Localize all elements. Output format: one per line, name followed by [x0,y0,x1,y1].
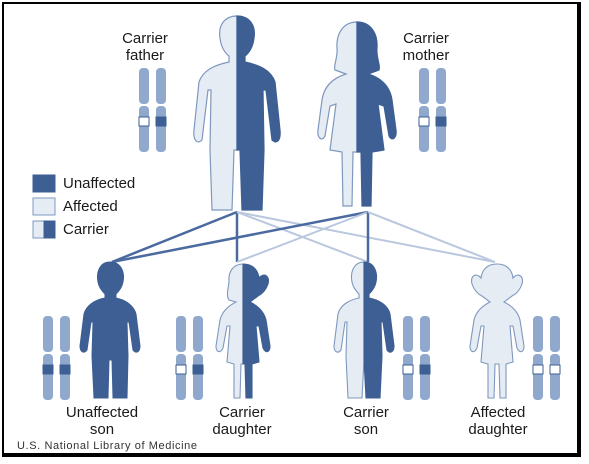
chromosome-arm [419,106,429,152]
gene-band-light [139,117,149,126]
gene-band-dark [43,365,53,374]
chromosome-arm [176,354,186,400]
credit-text: U.S. National Library of Medicine [17,440,198,452]
legend-carrier-swatch-dark-half [44,221,55,238]
chromosome-arm [139,68,149,104]
carrier-son-chromosomes [403,316,430,400]
chromosome-arm [60,316,70,352]
chromosome-arm [156,68,166,104]
legend-unaffected-label: Unaffected [63,175,135,192]
unaffected-son-chromosomes [43,316,70,400]
legend-affected-swatch [33,198,55,215]
mother-chromosomes [419,68,446,152]
inheritance-lines [112,212,495,262]
carrier-daughter-figure [216,264,270,398]
chromosome-arm [550,316,560,352]
gene-band-light [419,117,429,126]
chromosome-arm [193,354,203,400]
mother-to-daughter2-line [368,212,495,262]
chromosome-arm [139,106,149,152]
gene-band-dark [156,117,166,126]
father-to-son1-line [112,212,237,262]
carrier-father-label: Carrier father [105,30,185,64]
chromosome-arm [533,316,543,352]
chromosome-arm [419,68,429,104]
chromosome-arm [436,68,446,104]
carrier-son-label: Carrier son [316,404,416,438]
mother-to-son1-line [112,212,368,262]
chromosome-arm [533,354,543,400]
father-to-daughter2-line [237,212,495,262]
chromosome-arm [43,354,53,400]
carrier-daughter-label: Carrier daughter [192,404,292,438]
unaffected-son-figure [80,262,140,398]
legend [33,175,55,238]
unaffected-son-label: Unaffected son [52,404,152,438]
gene-band-light [533,365,543,374]
legend-affected-label: Affected [63,198,118,215]
gene-band-light [550,365,560,374]
gene-band-light [176,365,186,374]
chromosome-arm [156,106,166,152]
gene-band-light [403,365,413,374]
gene-band-dark [420,365,430,374]
gene-band-dark [436,117,446,126]
father-figure [194,16,280,210]
chromosome-arm [403,354,413,400]
gene-band-dark [193,365,203,374]
carrier-daughter-chromosomes [176,316,203,400]
legend-unaffected-swatch [33,175,55,192]
father-chromosomes [139,68,166,152]
chromosome-arm [176,316,186,352]
affected-daughter-chromosomes [533,316,560,400]
chromosome-arm [550,354,560,400]
affected-daughter-figure [470,264,524,398]
chromosome-arm [60,354,70,400]
chromosome-arm [420,354,430,400]
chromosome-arm [420,316,430,352]
chromosome-arm [436,106,446,152]
carrier-son-figure [334,262,394,398]
gene-band-dark [60,365,70,374]
legend-carrier-label: Carrier [63,221,109,238]
carrier-mother-label: Carrier mother [386,30,466,64]
chromosome-arm [193,316,203,352]
affected-daughter-label: Affected daughter [448,404,548,438]
mother-figure [318,22,396,206]
chromosome-arm [403,316,413,352]
chromosome-arm [43,316,53,352]
